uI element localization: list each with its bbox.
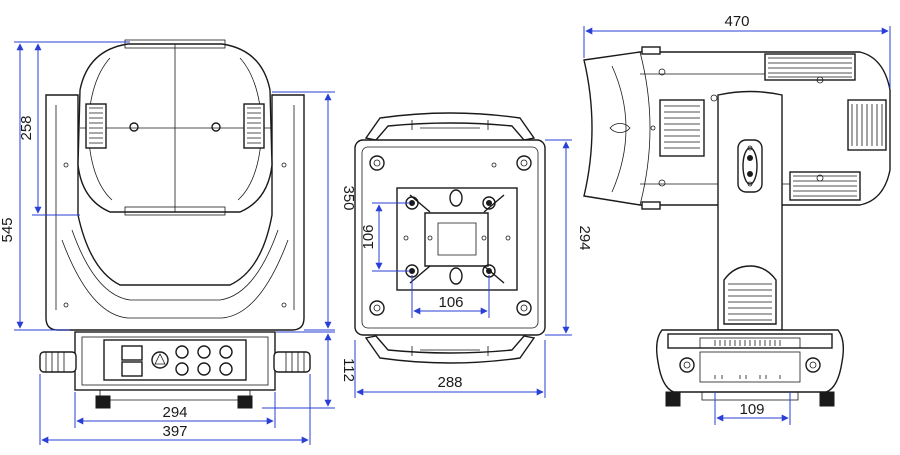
front-connector-panel	[121, 345, 233, 377]
side-arm-grill	[723, 265, 777, 325]
dim-front-arm-height: 350	[340, 185, 357, 210]
dim-front-total-height: 545	[0, 217, 16, 242]
dim-front-base-width: 294	[162, 404, 187, 421]
dim-front-head-height: 258	[18, 115, 35, 140]
top-lower-handle	[364, 335, 536, 364]
dim-front-base-height: 112	[340, 358, 357, 382]
side-head-grill-top	[764, 53, 856, 81]
front-view	[39, 39, 311, 409]
dim-top-plate-depth: 294	[576, 225, 593, 250]
dim-front-total-width: 397	[162, 423, 187, 440]
side-head-vent	[659, 99, 705, 157]
top-view	[354, 112, 546, 364]
front-dimensions: 545 258 350 112 294 397	[0, 41, 357, 445]
front-head-right-grill	[243, 103, 265, 149]
dim-top-mount-inner-h: 106	[360, 224, 377, 249]
side-head-grill-bottom	[789, 171, 861, 201]
top-dimensions: 106 106 294 288	[354, 139, 593, 398]
front-right-handle	[273, 351, 311, 373]
dim-top-plate-width: 288	[437, 374, 462, 391]
side-arm-lock	[737, 139, 763, 193]
side-view	[583, 46, 891, 407]
front-left-handle	[39, 351, 77, 373]
front-head-left-grill	[85, 103, 107, 149]
side-head-grill-right	[847, 99, 887, 151]
side-dimensions: 470 109	[583, 13, 891, 425]
top-upper-handle	[364, 112, 536, 141]
dim-side-total-length: 470	[724, 13, 749, 30]
top-mount-bracket	[396, 187, 518, 291]
dim-side-base-detail: 109	[739, 401, 764, 418]
dim-top-mount-inner-w: 106	[438, 294, 463, 311]
